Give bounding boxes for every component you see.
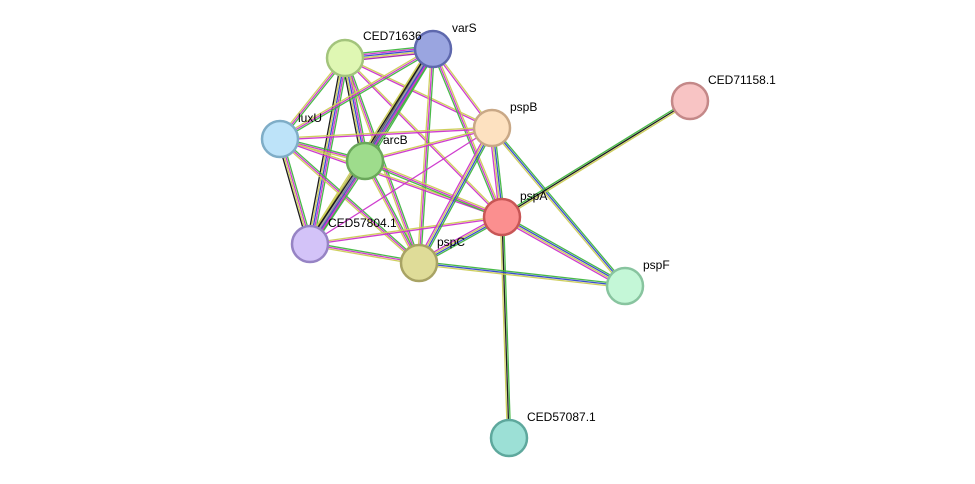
- node-label-pspC: pspC: [437, 235, 465, 249]
- edge-evidence-line: [499, 217, 509, 439]
- edge-evidence-line: [364, 126, 492, 161]
- edge-evidence-line: [419, 260, 626, 286]
- edge-evidence-line: [278, 47, 433, 139]
- edge-evidence-line: [310, 217, 503, 246]
- edge-luxU-pspB[interactable]: [279, 126, 493, 141]
- edge-evidence-line: [416, 48, 433, 263]
- edge-evidence-line: [309, 127, 493, 245]
- node-label-CED57087.1: CED57087.1: [527, 410, 596, 424]
- node-label-varS: varS: [452, 21, 477, 35]
- node-label-pspB: pspB: [510, 100, 537, 114]
- edge-evidence-line: [492, 126, 627, 286]
- edge-evidence-line: [344, 58, 492, 130]
- edge-evidence-line: [279, 48, 434, 140]
- edge-luxU-pspC[interactable]: [278, 137, 421, 265]
- edge-evidence-line: [364, 160, 503, 218]
- edge-pspA-pspF[interactable]: [500, 214, 627, 289]
- node-CED71158.1[interactable]: [670, 81, 710, 121]
- edge-evidence-line: [345, 56, 493, 128]
- edge-evidence-line: [501, 216, 510, 439]
- edge-evidence-line: [417, 127, 492, 263]
- node-label-CED71636: CED71636: [363, 29, 422, 43]
- edge-arcB-pspB[interactable]: [364, 126, 493, 163]
- node-label-CED71158.1: CED71158.1: [708, 73, 776, 87]
- edge-evidence-line: [280, 49, 435, 141]
- edge-evidence-line: [279, 139, 502, 219]
- edge-pspA-CED71158.1[interactable]: [500, 99, 692, 219]
- node-pspC[interactable]: [399, 243, 439, 283]
- edge-pspB-pspF[interactable]: [490, 126, 627, 288]
- edge-evidence-line: [365, 159, 421, 263]
- edge-evidence-line: [365, 128, 493, 163]
- labels-layer: CED71636 varS luxU arcB pspB CED71158.1 pspA CE…: [298, 21, 776, 424]
- edges-layer: [277, 45, 692, 439]
- node-luxU[interactable]: [260, 119, 300, 159]
- edge-evidence-line: [502, 215, 626, 286]
- edge-evidence-line: [491, 127, 626, 287]
- edge-pspB-pspC[interactable]: [416, 126, 495, 265]
- node-label-CED57804.1: CED57804.1: [328, 216, 397, 230]
- edge-CED57804.1-pspA[interactable]: [309, 215, 503, 246]
- edge-evidence-line: [433, 48, 505, 217]
- edge-evidence-line: [364, 161, 502, 220]
- edge-evidence-line: [416, 126, 491, 263]
- edge-evidence-line: [278, 139, 419, 265]
- node-pspF[interactable]: [605, 266, 645, 306]
- edge-pspA-CED57087.1[interactable]: [499, 216, 512, 439]
- edge-evidence-line: [502, 216, 512, 438]
- edge-evidence-line: [420, 128, 495, 265]
- edge-evidence-line: [280, 128, 493, 141]
- edge-evidence-line: [500, 99, 690, 217]
- node-arcB[interactable]: [345, 141, 385, 181]
- edge-evidence-line: [418, 48, 434, 264]
- edge-evidence-line: [502, 101, 692, 219]
- node-label-pspA: pspA: [520, 189, 547, 203]
- edge-evidence-line: [490, 128, 625, 288]
- edge-pspC-pspF[interactable]: [418, 260, 626, 289]
- node-pspA[interactable]: [482, 197, 522, 237]
- edge-evidence-line: [363, 161, 419, 265]
- node-CED57804.1[interactable]: [290, 224, 330, 264]
- nodes-layer: [260, 29, 710, 458]
- edge-evidence-line: [419, 128, 494, 264]
- edge-evidence-line: [419, 49, 436, 264]
- edge-evidence-line: [501, 100, 691, 218]
- edge-evidence-line: [418, 263, 625, 289]
- edge-evidence-line: [500, 218, 625, 289]
- edge-varS-pspC[interactable]: [416, 48, 436, 264]
- edge-varS-luxU[interactable]: [278, 47, 435, 141]
- node-varS[interactable]: [413, 29, 453, 69]
- edge-evidence-line: [345, 56, 504, 217]
- edge-evidence-line: [501, 217, 625, 288]
- edge-evidence-line: [309, 215, 502, 244]
- edge-evidence-line: [502, 214, 627, 285]
- edge-evidence-line: [279, 138, 420, 264]
- node-CED71636[interactable]: [325, 38, 365, 78]
- node-CED57087.1[interactable]: [489, 418, 529, 458]
- node-label-luxU: luxU: [298, 111, 322, 125]
- node-label-arcB: arcB: [383, 133, 408, 147]
- edge-evidence-line: [279, 126, 492, 139]
- edge-CED57804.1-pspB[interactable]: [309, 127, 493, 245]
- node-pspB[interactable]: [472, 108, 512, 148]
- edge-arcB-pspA[interactable]: [364, 158, 503, 220]
- edge-CED71636-pspB[interactable]: [344, 56, 493, 130]
- edge-evidence-line: [365, 158, 503, 217]
- edge-evidence-line: [280, 137, 421, 263]
- edge-evidence-line: [418, 262, 626, 287]
- node-label-pspF: pspF: [643, 258, 670, 272]
